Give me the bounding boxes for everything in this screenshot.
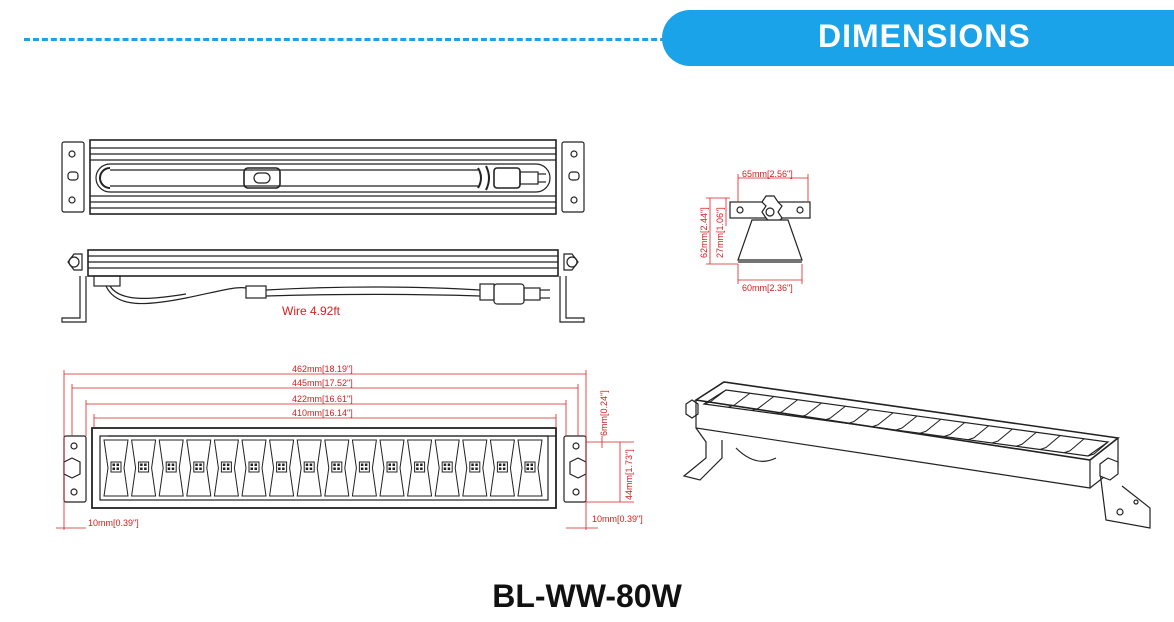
- led-cell: [351, 439, 377, 497]
- end-height-mid: 27mm[1.06"]: [715, 207, 725, 258]
- isometric-fin: [991, 428, 1013, 444]
- led-cell: [158, 439, 184, 497]
- model-name: BL-WW-80W: [492, 578, 682, 614]
- isometric-view: [682, 381, 1151, 529]
- led-cell: [186, 439, 212, 497]
- dim-6: 6mm[0.24"]: [599, 390, 609, 436]
- isometric-fin: [1039, 435, 1061, 450]
- led-cell: [324, 439, 350, 497]
- isometric-fin: [1015, 431, 1037, 447]
- isometric-fin: [727, 392, 751, 408]
- dim-445: 445mm[17.52"]: [292, 378, 353, 388]
- led-cell: [489, 439, 515, 497]
- isometric-fin: [967, 425, 989, 441]
- dim-44: 44mm[1.73"]: [624, 449, 634, 500]
- end-width-top: 65mm[2.56"]: [742, 169, 793, 179]
- side-view: [61, 249, 585, 323]
- isometric-fin: [847, 409, 870, 424]
- led-cell: [379, 439, 405, 497]
- front-view-dimensions: [56, 370, 634, 530]
- isometric-fin: [943, 422, 966, 437]
- end-width-base: 60mm[2.36"]: [742, 283, 793, 293]
- dim-422: 422mm[16.61"]: [292, 394, 353, 404]
- end-height-total: 62mm[2.44"]: [699, 207, 709, 258]
- led-cell: [296, 439, 322, 497]
- isometric-fin: [823, 405, 846, 421]
- isometric-fin: [703, 389, 727, 405]
- isometric-fin: [871, 412, 894, 428]
- isometric-fins: [703, 389, 1109, 457]
- dim-10-left: 10mm[0.39"]: [88, 518, 139, 528]
- end-view: [729, 195, 811, 263]
- led-cell: [517, 439, 543, 497]
- dim-410: 410mm[16.14"]: [292, 408, 353, 418]
- led-cell: [269, 439, 295, 497]
- header-dashed-line: [24, 38, 684, 41]
- page-title: DIMENSIONS: [818, 18, 1031, 54]
- led-cell: [131, 439, 157, 497]
- isometric-fin: [1063, 438, 1085, 454]
- dim-10-right: 10mm[0.39"]: [592, 514, 643, 524]
- end-view-dimensions: [706, 174, 809, 284]
- led-cell: [213, 439, 239, 497]
- led-cells: [103, 439, 543, 497]
- led-cell: [103, 439, 129, 497]
- top-view: [61, 139, 585, 215]
- isometric-fin: [799, 402, 822, 418]
- isometric-fin: [775, 399, 798, 415]
- isometric-fin: [1087, 441, 1109, 457]
- led-cell: [434, 439, 460, 497]
- led-cell: [462, 439, 488, 497]
- wire-label: Wire 4.92ft: [282, 304, 341, 318]
- dim-462: 462mm[18.19"]: [292, 364, 353, 374]
- led-cell: [407, 439, 433, 497]
- led-cell: [241, 439, 267, 497]
- header-tab: [662, 10, 1174, 66]
- isometric-fin: [919, 418, 942, 434]
- isometric-fin: [895, 415, 918, 431]
- isometric-fin: [751, 396, 775, 411]
